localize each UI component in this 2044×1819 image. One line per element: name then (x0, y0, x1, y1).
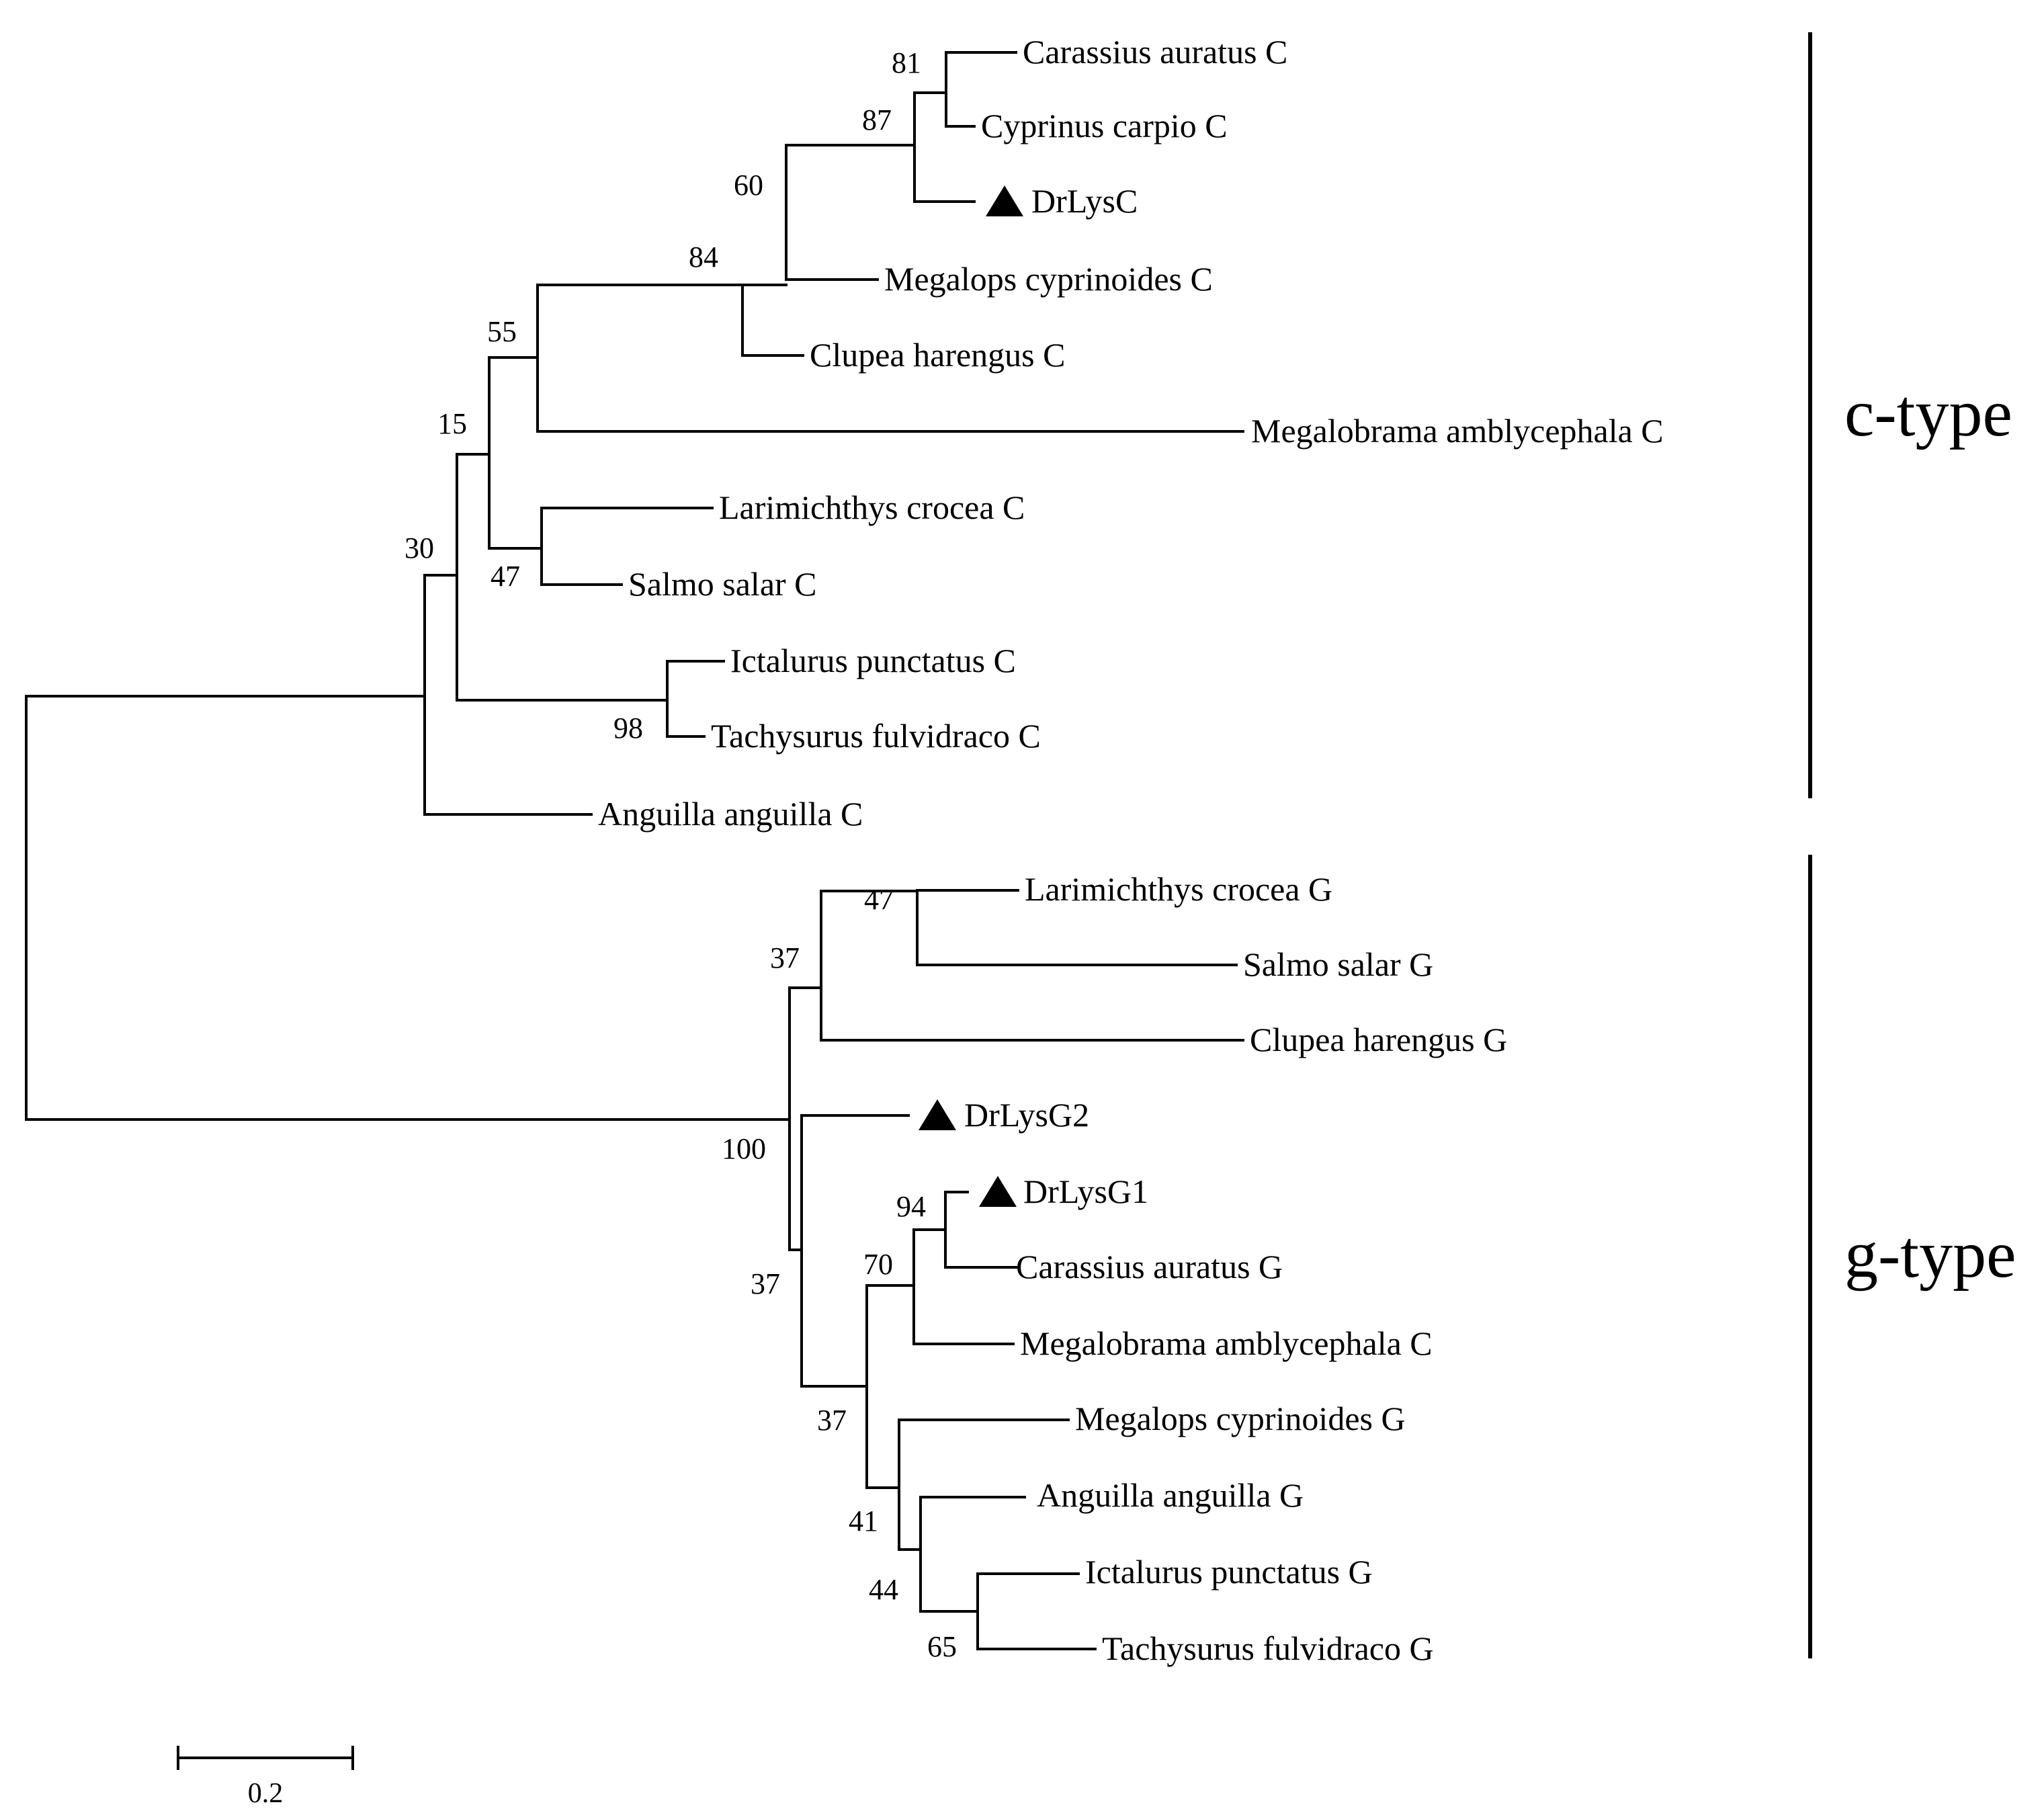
bootstrap-value: 60 (734, 169, 763, 202)
leaf-labels: Carassius auratus C Cyprinus carpio C Dr… (598, 33, 1664, 1667)
scale-bar: 0.2 (177, 1746, 354, 1809)
leaf-label: Carassius auratus C (1023, 33, 1287, 71)
group-brackets: c-type g-type (1808, 32, 2016, 1658)
leaf-label: Megalobrama amblycephala C (1020, 1324, 1433, 1362)
bootstrap-value: 47 (864, 883, 894, 916)
bootstrap-value: 94 (896, 1190, 926, 1223)
bootstrap-value: 37 (751, 1267, 780, 1300)
bootstrap-value: 55 (487, 315, 517, 348)
bootstrap-value: 98 (613, 712, 643, 745)
bootstrap-value: 30 (404, 532, 434, 564)
leaf-label: Ictalurus punctatus G (1085, 1553, 1373, 1591)
leaf-label: Tachysurus fulvidraco G (1102, 1630, 1434, 1667)
bootstrap-value: 37 (817, 1404, 847, 1437)
bootstrap-value: 37 (770, 941, 800, 974)
triangle-marker-icon (919, 1099, 956, 1130)
leaf-label: Ictalurus punctatus C (730, 642, 1016, 679)
leaf-label: Anguilla anguilla G (1037, 1476, 1304, 1514)
leaf-label: Clupea harengus G (1250, 1021, 1507, 1058)
leaf-label: Anguilla anguilla C (598, 795, 863, 833)
leaf-label: Salmo salar G (1243, 945, 1433, 983)
leaf-label: Larimichthys crocea C (719, 489, 1025, 526)
leaf-label: Salmo salar C (628, 565, 817, 603)
bootstrap-value: 81 (892, 46, 921, 79)
triangle-marker-icon (986, 185, 1023, 216)
bootstrap-value: 70 (863, 1248, 893, 1281)
bootstrap-value: 87 (862, 103, 892, 136)
leaf-label: Clupea harengus C (810, 336, 1065, 374)
leaf-label: DrLysG2 (964, 1096, 1089, 1134)
bootstrap-values: 81 87 60 84 55 15 30 47 98 47 37 100 94 … (404, 46, 957, 1663)
bootstrap-value: 84 (689, 241, 718, 273)
bootstrap-value: 44 (869, 1573, 898, 1606)
leaf-label: Megalops cyprinoides G (1075, 1400, 1406, 1437)
leaf-label: Cyprinus carpio C (981, 107, 1228, 144)
scale-bar-label: 0.2 (248, 1778, 284, 1809)
bootstrap-value: 41 (849, 1505, 878, 1537)
triangle-marker-icon (979, 1176, 1017, 1207)
leaf-label: Carassius auratus G (1016, 1248, 1283, 1285)
group-label-g-type: g-type (1844, 1217, 2016, 1292)
leaf-label: Tachysurus fulvidraco C (711, 717, 1041, 755)
leaf-label: Megalops cyprinoides C (884, 260, 1213, 298)
bootstrap-value: 15 (437, 407, 467, 440)
leaf-markers (919, 185, 1023, 1207)
leaf-label: Megalobrama amblycephala C (1251, 412, 1664, 450)
leaf-label: DrLysC (1031, 182, 1138, 220)
tree-branches (25, 51, 1244, 1650)
leaf-label: DrLysG1 (1023, 1173, 1148, 1210)
leaf-label: Larimichthys crocea G (1025, 870, 1332, 908)
bootstrap-value: 100 (722, 1132, 766, 1165)
group-label-c-type: c-type (1844, 376, 2012, 450)
bootstrap-value: 47 (491, 560, 520, 593)
bootstrap-value: 65 (927, 1630, 957, 1663)
